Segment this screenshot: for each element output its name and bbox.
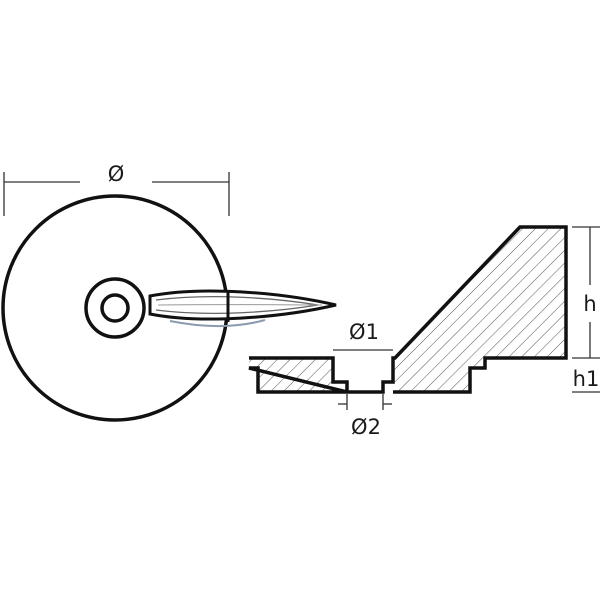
diameter-label: Ø: [108, 162, 125, 186]
diameter1-label: Ø1: [349, 320, 379, 344]
section-view: Ø1 Ø2 h h1: [248, 225, 600, 439]
section-outline: [248, 225, 568, 394]
front-view: Ø: [1, 162, 337, 422]
diameter1-dimension: Ø1: [333, 320, 393, 351]
diameter2-label: Ø2: [351, 415, 381, 439]
height1-dimension: h1: [572, 367, 600, 393]
height-dimension: h: [572, 226, 600, 359]
diameter-dimension: Ø: [3, 162, 230, 216]
hub-hole: [100, 293, 130, 323]
section-body: [249, 227, 566, 392]
height1-label: h1: [573, 367, 600, 391]
diameter2-dimension: Ø2: [338, 394, 392, 439]
height-label: h: [583, 292, 596, 316]
fin-profile: [148, 289, 337, 328]
